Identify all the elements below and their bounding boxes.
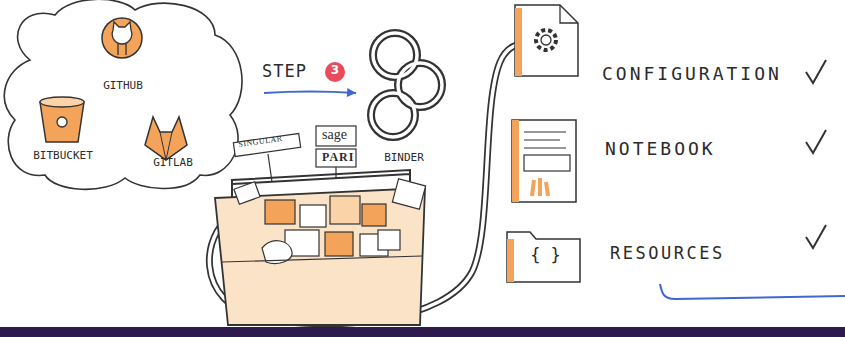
gear-hub [541,35,551,45]
notebook-plot [532,178,548,196]
github-cat [112,22,132,55]
tool-block [362,204,386,226]
sticker [378,230,400,250]
check-mark [806,225,826,248]
arrow-line [264,92,356,94]
logo-sign-text: sage [322,128,347,142]
github-icon [102,18,142,58]
toolbox-front [222,256,422,262]
binder-ring-inner [371,93,415,137]
config-doc [515,5,578,76]
singular-sign [233,133,300,156]
bitbucket-icon [40,102,84,142]
bottom-bar [0,327,845,337]
node-label: GITLAB [134,157,212,170]
notebook-shade [512,120,519,202]
bitbucket-rim [40,97,84,107]
node-label: BITBUCKET [16,150,110,163]
sage-sign [316,126,356,146]
node-label: RESOURCES [610,244,740,264]
icon-node: BITBUCKET [16,92,110,168]
binder-ring [371,93,415,137]
step-badge [325,62,345,82]
tool-block [300,205,326,227]
toolbox-body [215,188,425,325]
cloud-outline [4,0,242,189]
binder-logo [371,33,442,137]
bitbucket-dot [57,117,67,127]
notebook-icon [512,120,576,202]
icon-node: GITHUB [90,14,156,96]
node-label: 3 [326,64,344,78]
step-arrow [264,88,356,97]
notebook-lines [524,132,566,148]
tool-block [325,232,353,256]
icon-node: { } RESOURCES [503,222,743,284]
check-mark [806,60,826,83]
icon-node: NOTEBOOK [508,118,738,204]
binder-ring [398,63,442,107]
node-label: GITHUB [90,80,156,93]
node-label: BINDER [356,152,452,165]
bracket-line [660,284,845,299]
node-label: { } [507,246,584,266]
notebook-cell [524,155,570,171]
node-label: NOTEBOOK [605,139,735,160]
check-mark [806,130,826,153]
doc-shade [515,8,522,76]
sticker [234,182,260,205]
binder-ring [373,33,417,77]
icon-node: CONFIGURATION [510,4,800,88]
binder-ring-inner [373,33,417,77]
binder-ring-inner [398,63,442,107]
logo-sign-text: PARI [322,151,354,163]
pari-sign [316,149,356,167]
arrow-head [347,88,356,97]
gear [536,30,556,50]
node-label: STEP [262,62,322,82]
folder-shade [507,239,514,282]
node-label: CONFIGURATION [602,64,798,85]
sticker [392,179,425,209]
icon-node: STEP 3 [258,58,350,93]
doc-fold [560,5,578,23]
icon-node: GITLAB [134,110,212,174]
tool-block [265,200,295,224]
gitlab-lines [145,132,187,160]
tool-block [330,196,360,224]
icon-node: BINDER [356,28,452,170]
gitlab-icon [145,117,187,160]
